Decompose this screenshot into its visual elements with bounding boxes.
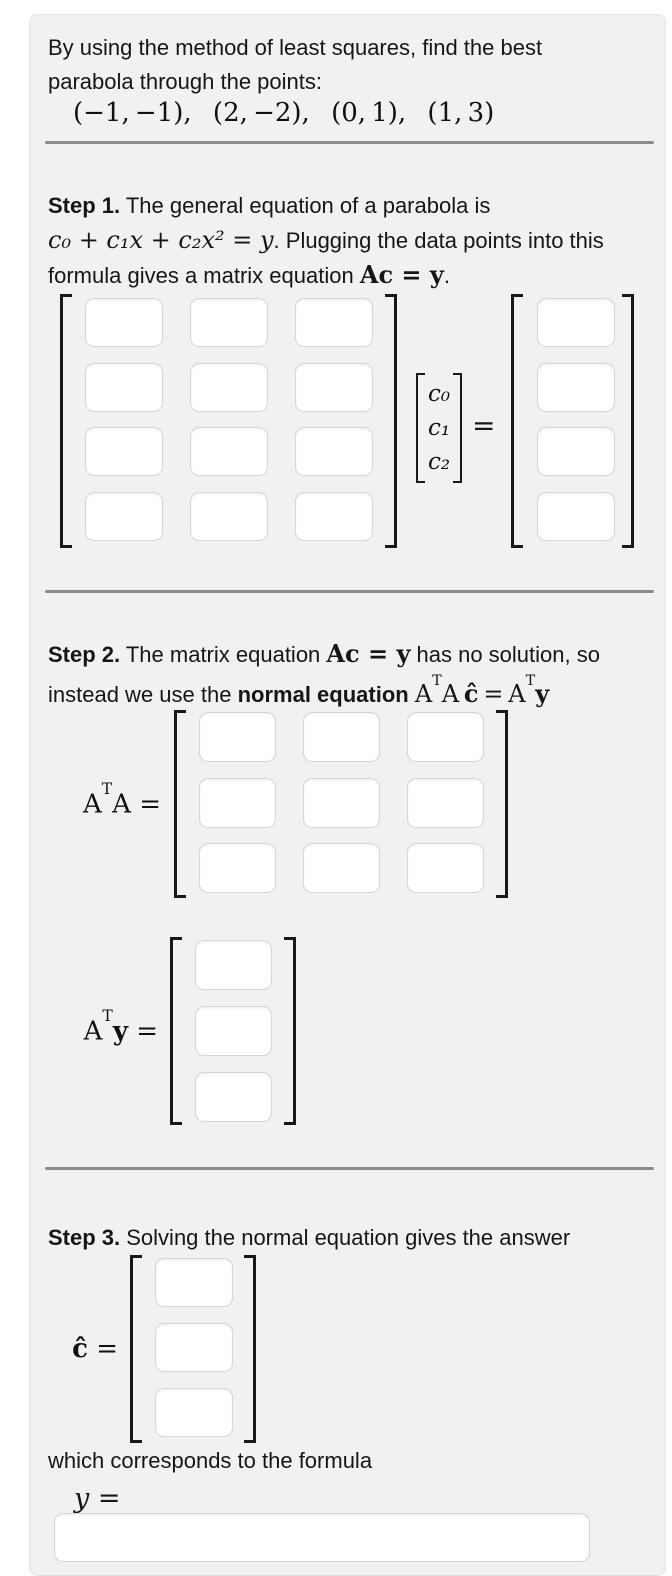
step1-line3: formula gives a matrix equation Ac = y.	[48, 260, 450, 289]
matrix-A-input-r3c3[interactable]	[295, 427, 373, 476]
ATy-input-2[interactable]	[195, 1006, 272, 1056]
matrix-A-input-r2c2[interactable]	[190, 363, 268, 412]
matrix-A-input-r4c3[interactable]	[295, 492, 373, 541]
normal-equation-math: ATA ĉ = ATy	[414, 673, 550, 708]
c-hat-bracket-left	[130, 1255, 142, 1443]
ATy-bracket-right	[284, 937, 296, 1125]
parabola-equation: c₀ + c₁x + c₂x² = y	[48, 226, 274, 254]
ATA-input-r1c1[interactable]	[199, 712, 276, 762]
matrix-equation: Ac = y	[359, 260, 444, 289]
y-vector-bracket-left	[511, 294, 523, 548]
divider	[45, 590, 654, 593]
ATA-input-r3c2[interactable]	[303, 843, 380, 893]
step1-label: Step 1.	[48, 193, 121, 218]
formula-input[interactable]	[54, 1513, 590, 1562]
y-vector-input-3[interactable]	[537, 427, 615, 476]
matrix-A-input-r1c1[interactable]	[85, 298, 163, 347]
ATy-bracket-left	[170, 937, 182, 1125]
step1-paragraph: Step 1. The general equation of a parabo…	[48, 189, 648, 293]
y-equals-label: y =	[74, 1483, 121, 1514]
aty-label: ATy =	[83, 1007, 158, 1047]
ATy-input-3[interactable]	[195, 1072, 272, 1122]
ATA-input-r2c1[interactable]	[199, 778, 276, 828]
ATA-bracket-right	[496, 710, 508, 898]
c-vector-entry-1: c₁	[428, 415, 451, 441]
c-hat-bracket-right	[244, 1255, 256, 1443]
ATA-input-r2c2[interactable]	[303, 778, 380, 828]
c-vector-bracket-left	[416, 373, 425, 483]
matrix-equation: Ac = y	[326, 639, 411, 668]
step1-line1: Step 1. The general equation of a parabo…	[48, 193, 491, 218]
ATA-input-r1c3[interactable]	[407, 712, 484, 762]
ATA-bracket-left	[174, 710, 186, 898]
y-vector-input-1[interactable]	[537, 298, 615, 347]
ATA-input-r3c3[interactable]	[407, 843, 484, 893]
divider	[45, 141, 654, 144]
matrix-A-input-r2c1[interactable]	[85, 363, 163, 412]
matrix-A-input-r1c2[interactable]	[190, 298, 268, 347]
c-hat-label: ĉ =	[72, 1334, 118, 1364]
ATA-input-r3c1[interactable]	[199, 843, 276, 893]
y-vector-bracket-right	[622, 294, 634, 548]
step2-line2: instead we use the normal equation ATA ĉ…	[48, 673, 550, 708]
matrix-A-input-r3c1[interactable]	[85, 427, 163, 476]
divider	[45, 1167, 654, 1170]
y-vector-input-4[interactable]	[537, 492, 615, 541]
step2-line1: Step 2. The matrix equation Ac = y has n…	[48, 639, 600, 668]
step2-paragraph: Step 2. The matrix equation Ac = y has n…	[48, 637, 658, 712]
matrix-A-input-r3c2[interactable]	[190, 427, 268, 476]
step3-heading: Step 3. Solving the normal equation give…	[48, 1225, 571, 1250]
c-vector-bracket-right	[453, 373, 462, 483]
c-hat-input-2[interactable]	[155, 1323, 233, 1372]
matrix-A-input-r1c3[interactable]	[295, 298, 373, 347]
step3-label: Step 3.	[48, 1225, 121, 1250]
ata-label: ATA =	[82, 780, 161, 820]
equals-sign: =	[472, 409, 496, 442]
c-hat-input-3[interactable]	[155, 1388, 233, 1437]
problem-statement: By using the method of least squares, fi…	[48, 35, 543, 94]
matrix-A-bracket-left	[60, 294, 72, 548]
problem-points: (−1, −1), (2, −2), (0, 1), (1, 3)	[73, 98, 495, 128]
normal-equation-phrase: normal equation	[237, 682, 409, 707]
y-vector-input-2[interactable]	[537, 363, 615, 412]
matrix-A-bracket-right	[385, 294, 397, 548]
step2-label: Step 2.	[48, 642, 121, 667]
c-hat-input-1[interactable]	[155, 1258, 233, 1307]
ATy-input-1[interactable]	[195, 940, 272, 990]
c-vector-entry-2: c₂	[428, 449, 451, 475]
matrix-A-input-r4c2[interactable]	[190, 492, 268, 541]
matrix-A-input-r2c3[interactable]	[295, 363, 373, 412]
formula-text: which corresponds to the formula	[48, 1448, 373, 1473]
ATA-input-r1c2[interactable]	[303, 712, 380, 762]
step1-line2: c₀ + c₁x + c₂x² = y. Plugging the data p…	[48, 226, 604, 254]
matrix-A-input-r4c1[interactable]	[85, 492, 163, 541]
ATA-input-r2c3[interactable]	[407, 778, 484, 828]
c-vector-entry-0: c₀	[428, 381, 451, 407]
